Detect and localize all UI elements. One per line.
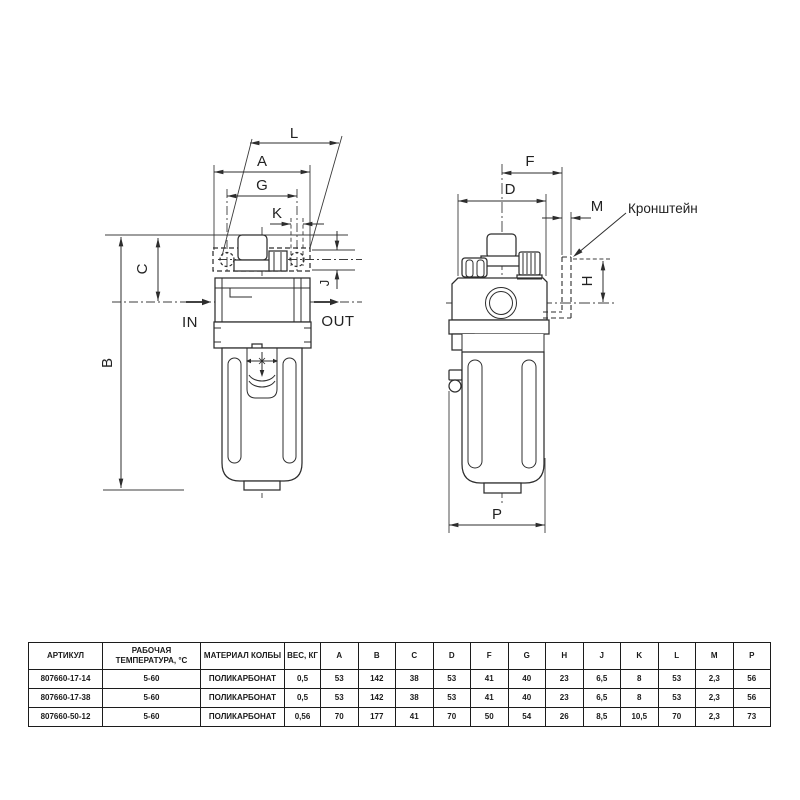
table-cell: 23 xyxy=(545,669,584,689)
table-cell: 6,5 xyxy=(582,669,621,689)
table-cell: 5-60 xyxy=(102,707,201,727)
header-cell: G xyxy=(507,642,546,670)
header-cell: J xyxy=(582,642,621,670)
table-cell: 54 xyxy=(507,707,546,727)
drip-indicator-icon xyxy=(246,352,278,377)
spec-table: АРТИКУЛ РАБОЧАЯ ТЕМПЕРАТУРА, °С МАТЕРИАЛ… xyxy=(28,642,771,727)
header-cell: ВЕС, КГ xyxy=(284,642,321,670)
table-cell: 38 xyxy=(395,669,434,689)
table-cell: 23 xyxy=(545,688,584,708)
table-cell: 70 xyxy=(320,707,359,727)
dim-label-j: J xyxy=(317,280,332,287)
header-cell: F xyxy=(470,642,509,670)
table-cell: ПОЛИКАРБОНАТ xyxy=(200,707,285,727)
table-cell: 0,5 xyxy=(284,669,321,689)
dim-label-a: A xyxy=(257,153,267,170)
bracket-leader-arrow xyxy=(573,212,627,257)
table-cell: 53 xyxy=(657,688,696,708)
table-cell: 177 xyxy=(357,707,396,727)
header-cell: МАТЕРИАЛ КОЛБЫ xyxy=(200,642,285,670)
header-cell: K xyxy=(620,642,659,670)
table-cell: 41 xyxy=(470,669,509,689)
table-cell: 807660-17-14 xyxy=(28,669,103,689)
header-cell: АРТИКУЛ xyxy=(28,642,103,670)
table-cell: 70 xyxy=(432,707,471,727)
dim-label-k: K xyxy=(272,205,282,222)
table-cell: 6,5 xyxy=(582,688,621,708)
table-cell: 50 xyxy=(470,707,509,727)
table-cell: 53 xyxy=(432,688,471,708)
table-row: 807660-17-14 5-60 ПОЛИКАРБОНАТ 0,5 53 14… xyxy=(28,669,771,689)
table-cell: 2,3 xyxy=(695,669,734,689)
table-cell: 73 xyxy=(732,707,771,727)
dim-label-g: G xyxy=(256,177,268,194)
table-cell: 41 xyxy=(470,688,509,708)
table-cell: 8 xyxy=(620,688,659,708)
table-cell: 10,5 xyxy=(620,707,659,727)
table-cell: 0,56 xyxy=(284,707,321,727)
table-cell: 5-60 xyxy=(102,669,201,689)
table-cell: ПОЛИКАРБОНАТ xyxy=(200,688,285,708)
table-row: 807660-50-12 5-60 ПОЛИКАРБОНАТ 0,56 70 1… xyxy=(28,707,771,727)
header-cell: C xyxy=(395,642,434,670)
header-cell: D xyxy=(432,642,471,670)
header-cell: M xyxy=(695,642,734,670)
table-cell: 53 xyxy=(320,669,359,689)
table-cell: 807660-17-38 xyxy=(28,688,103,708)
bracket-label: Кронштейн xyxy=(628,201,698,216)
table-cell: ПОЛИКАРБОНАТ xyxy=(200,669,285,689)
table-cell: 56 xyxy=(732,669,771,689)
header-cell: РАБОЧАЯ ТЕМПЕРАТУРА, °С xyxy=(102,642,201,670)
table-cell: 41 xyxy=(395,707,434,727)
table-cell: 5-60 xyxy=(102,688,201,708)
dim-label-f: F xyxy=(525,153,534,170)
table-cell: 70 xyxy=(657,707,696,727)
table-row: 807660-17-38 5-60 ПОЛИКАРБОНАТ 0,5 53 14… xyxy=(28,688,771,708)
header-cell: P xyxy=(732,642,771,670)
table-cell: 8 xyxy=(620,669,659,689)
front-view xyxy=(103,135,362,498)
table-cell: 56 xyxy=(732,688,771,708)
spec-header-row: АРТИКУЛ РАБОЧАЯ ТЕМПЕРАТУРА, °С МАТЕРИАЛ… xyxy=(28,642,771,670)
table-cell: 53 xyxy=(432,669,471,689)
header-cell: A xyxy=(320,642,359,670)
table-cell: 142 xyxy=(357,669,396,689)
table-cell: 53 xyxy=(657,669,696,689)
out-flow-arrow xyxy=(314,298,339,306)
lubricator-drawing: L A G K C B J IN OUT xyxy=(99,125,698,533)
table-cell: 2,3 xyxy=(695,707,734,727)
table-cell: 38 xyxy=(395,688,434,708)
dim-label-l: L xyxy=(290,125,298,142)
side-view xyxy=(446,164,627,533)
table-cell: 53 xyxy=(320,688,359,708)
out-label: OUT xyxy=(321,313,354,330)
in-flow-arrow xyxy=(186,298,211,306)
header-cell: B xyxy=(357,642,396,670)
table-cell: 142 xyxy=(357,688,396,708)
table-cell: 0,5 xyxy=(284,688,321,708)
dim-label-h: H xyxy=(579,276,596,287)
side-bracket-outline xyxy=(543,256,572,319)
dim-label-c: C xyxy=(134,263,151,274)
dim-label-p: P xyxy=(492,506,502,523)
table-cell: 26 xyxy=(545,707,584,727)
table-cell: 8,5 xyxy=(582,707,621,727)
in-label: IN xyxy=(182,314,198,331)
dim-label-m: M xyxy=(591,198,604,215)
header-cell: L xyxy=(657,642,696,670)
table-cell: 40 xyxy=(507,688,546,708)
header-cell: H xyxy=(545,642,584,670)
table-cell: 40 xyxy=(507,669,546,689)
dim-label-d: D xyxy=(505,181,516,198)
table-cell: 807660-50-12 xyxy=(28,707,103,727)
dim-label-b: B xyxy=(99,358,116,368)
table-cell: 2,3 xyxy=(695,688,734,708)
